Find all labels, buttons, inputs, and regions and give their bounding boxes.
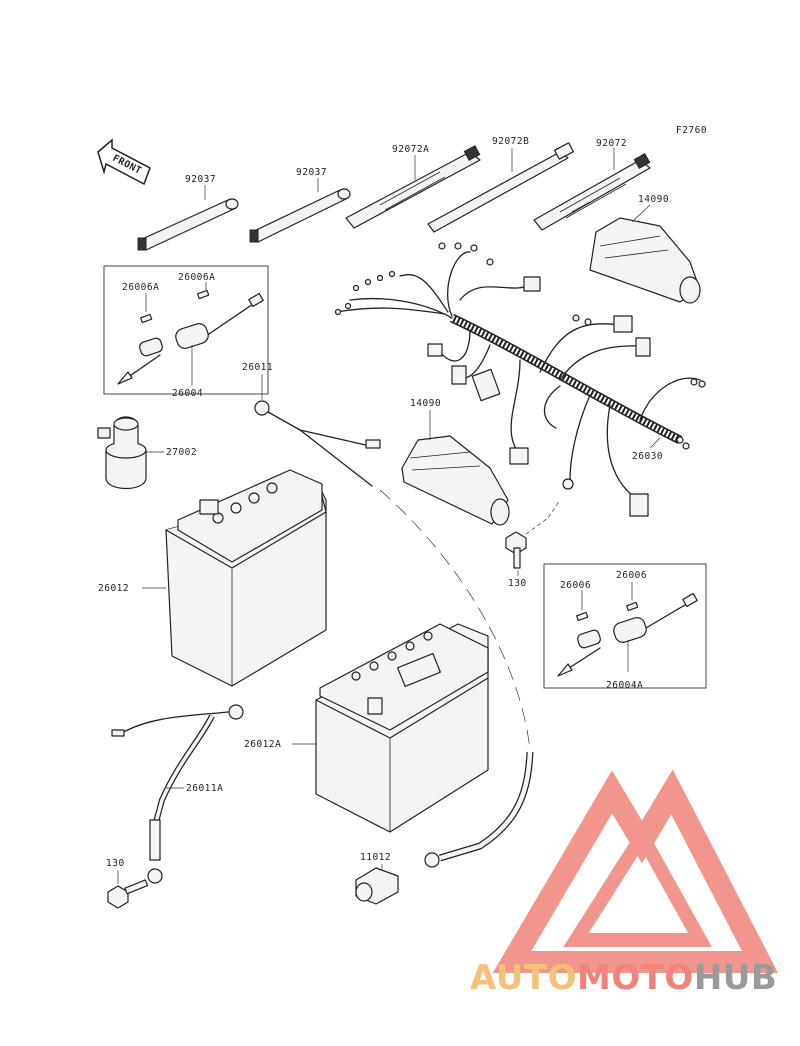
fuse-kit-box-26004a [543,563,707,689]
label-130-upper: 130 [508,578,527,589]
label-92037-right: 92037 [296,167,327,178]
battery-26012 [142,469,327,687]
label-26012a: 26012A [244,739,281,750]
label-27002: 27002 [166,447,197,458]
relay-27002 [97,416,164,489]
cover-14090-upper [589,204,701,304]
label-26006-left: 26006 [560,580,591,591]
lead-26011a [111,704,244,884]
front-arrow-icon: FRONT [97,138,151,186]
band-92072 [533,148,651,231]
bolt-130-lower [107,870,149,909]
label-26011a: 26011A [186,783,223,794]
label-26030: 26030 [632,451,663,462]
label-92072a: 92072A [392,144,429,155]
clamp-92037-right [249,178,351,243]
label-26004a: 26004A [606,680,643,691]
label-26006a-right: 26006A [178,272,215,283]
wordmark-auto: AUTO [470,958,577,998]
wiring-harness-26030 [334,242,706,517]
fuse-holder-26004a [557,582,698,677]
label-92072: 92072 [596,138,627,149]
label-92037-left: 92037 [185,174,216,185]
fuse-holder-26004 [117,282,264,386]
label-26004: 26004 [172,388,203,399]
battery-26012a [292,623,489,833]
band-92072b [427,142,575,233]
wordmark-hub: HUB [693,958,778,998]
label-26006a-left: 26006A [122,282,159,293]
label-14090-lower: 14090 [410,398,441,409]
label-26012: 26012 [98,583,129,594]
automotohub-logo-icon [492,769,779,973]
label-14090-upper: 14090 [638,194,669,205]
label-92072b: 92072B [492,136,529,147]
cover-14090-lower [401,410,510,526]
cable-and-cap-11012 [355,751,534,905]
label-11012: 11012 [360,852,391,863]
fuse-kit-box-26004 [103,265,269,395]
label-26006-right: 26006 [616,570,647,581]
lead-26011 [254,374,531,751]
clamp-92037-left [137,185,239,251]
label-26011: 26011 [242,362,273,373]
bolt-130-upper [505,499,561,576]
label-130-lower: 130 [106,858,125,869]
automotohub-wordmark: AUTOMOTOHUB [470,958,777,998]
band-92072a [345,145,481,229]
wordmark-moto: MOTO [576,958,694,998]
figure-code: F2760 [676,125,707,136]
